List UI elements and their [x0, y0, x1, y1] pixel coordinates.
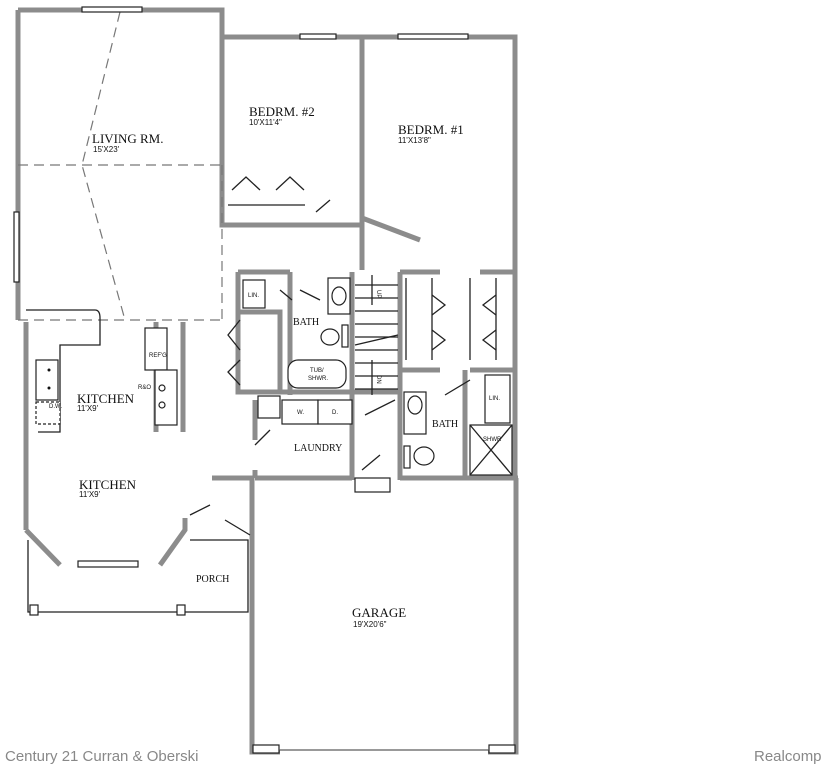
bedroom1-label: BEDRM. #1	[398, 122, 464, 137]
porch	[27, 539, 516, 754]
bath-fixtures	[242, 277, 513, 476]
kitchen-label-upper: KITCHEN	[77, 391, 135, 406]
refrigerator-label: REF'G	[149, 353, 167, 359]
garage-label: GARAGE	[352, 605, 406, 620]
doors	[189, 379, 471, 536]
ceiling-dash-lines	[18, 11, 223, 321]
tub-label-1: TUB/	[310, 368, 324, 374]
tub-label-2: SHWR.	[308, 376, 328, 382]
dryer-label: D.	[332, 410, 338, 416]
watermark-brokerage: Century 21 Curran & Oberski	[5, 748, 199, 765]
bedroom1-size: 11'X13'8"	[398, 136, 431, 145]
linen-label-upper: LIN.	[248, 293, 259, 299]
closet-bedroom2	[227, 176, 497, 386]
garage-size: 19'X20'6"	[353, 620, 387, 629]
shower-label: SHWR	[483, 437, 502, 443]
bath-label-lower: BATH	[432, 419, 458, 430]
kitchen-cabinets	[26, 309, 178, 433]
porch-label: PORCH	[196, 574, 229, 585]
kitchen-size-upper: 11'X9'	[77, 404, 99, 413]
laundry-label: LAUNDRY	[294, 443, 342, 454]
linen-label-lower: LIN.	[489, 396, 500, 402]
windows	[13, 6, 469, 568]
washer-label: W.	[297, 410, 304, 416]
kitchen-size-lower: 11'X9'	[79, 490, 101, 499]
kitchen-label-lower: KITCHEN	[79, 477, 137, 492]
living-room-size: 15'X23'	[93, 145, 120, 154]
stairs	[354, 275, 399, 395]
stairs-up-label: UP	[375, 290, 381, 298]
bedroom2-label: BEDRM. #2	[249, 104, 315, 119]
dishwasher-label: D.W.	[49, 404, 62, 410]
stairs-down-label: DN	[375, 375, 381, 384]
living-room-label: LIVING RM.	[92, 131, 164, 146]
bedroom2-size: 10'X11'4"	[249, 118, 282, 127]
range-oven-label: R&O	[138, 385, 151, 391]
watermark-realcomp: Realcomp	[754, 748, 822, 765]
bath-label-upper: BATH	[293, 317, 319, 328]
